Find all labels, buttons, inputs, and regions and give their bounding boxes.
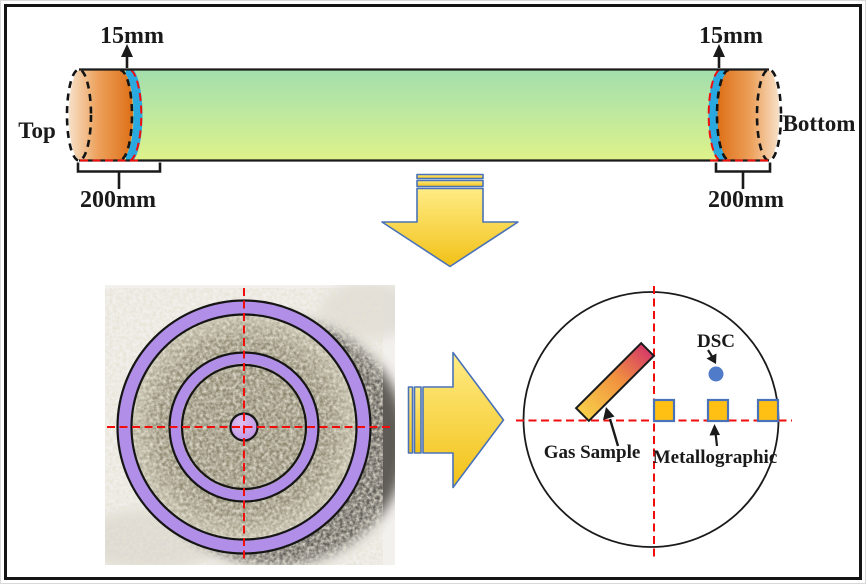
cut-band-right bbox=[708, 69, 727, 161]
dsc-arrowhead-icon bbox=[706, 353, 717, 364]
billet-body bbox=[79, 70, 769, 160]
left-section-label: 200mm bbox=[80, 187, 156, 213]
left-section-bracket bbox=[76, 162, 162, 189]
cut-mark-black-right bbox=[715, 69, 730, 161]
dsc-label: DSC bbox=[697, 331, 735, 352]
billet-schematic: 15mm 15mm Top Bottom 200mm 200mm bbox=[18, 23, 855, 213]
billet-top-end-cap bbox=[65, 68, 93, 162]
gas-sample-label: Gas Sample bbox=[544, 442, 641, 463]
cut-mark-black-left bbox=[119, 69, 134, 161]
cloth-wrinkle bbox=[320, 285, 395, 338]
sampling-plan-diagram: Gas Sample DSC Metallographic bbox=[516, 286, 792, 557]
gas-sample-arrowhead-icon bbox=[603, 407, 615, 420]
bottom-end-label: Bottom bbox=[783, 111, 856, 136]
disc-photo bbox=[105, 285, 395, 565]
billet-top-section bbox=[68, 70, 133, 160]
right-section-bracket bbox=[714, 162, 772, 189]
right-cut-label: 15mm bbox=[699, 23, 763, 49]
gas-sample-bar bbox=[574, 341, 656, 423]
up-arrowhead-icon bbox=[713, 44, 725, 57]
metallographic-square-3 bbox=[756, 398, 780, 423]
billet-bottom-section bbox=[717, 70, 780, 160]
metallographic-samples bbox=[652, 398, 780, 423]
down-arrow-icon bbox=[381, 173, 519, 268]
right-section-label: 200mm bbox=[708, 187, 784, 213]
gas-sample-arrow bbox=[608, 418, 620, 447]
left-cut-callout: 15mm bbox=[100, 23, 164, 68]
left-cut-label: 15mm bbox=[100, 23, 164, 49]
metallographic-label: Metallographic bbox=[653, 447, 778, 468]
metallographic-square-1 bbox=[652, 398, 676, 423]
right-cut-callout: 15mm bbox=[699, 23, 763, 68]
right-arrow-icon bbox=[407, 351, 505, 489]
disc-outline bbox=[522, 291, 780, 548]
dsc-sample-dot bbox=[708, 366, 724, 382]
cut-band-left bbox=[124, 69, 143, 161]
top-end-label: Top bbox=[18, 118, 56, 143]
up-arrowhead-icon bbox=[121, 44, 133, 57]
metallographic-arrowhead-icon bbox=[709, 424, 720, 436]
metallographic-square-2 bbox=[706, 398, 730, 423]
billet-bottom-end-cap bbox=[755, 68, 783, 162]
